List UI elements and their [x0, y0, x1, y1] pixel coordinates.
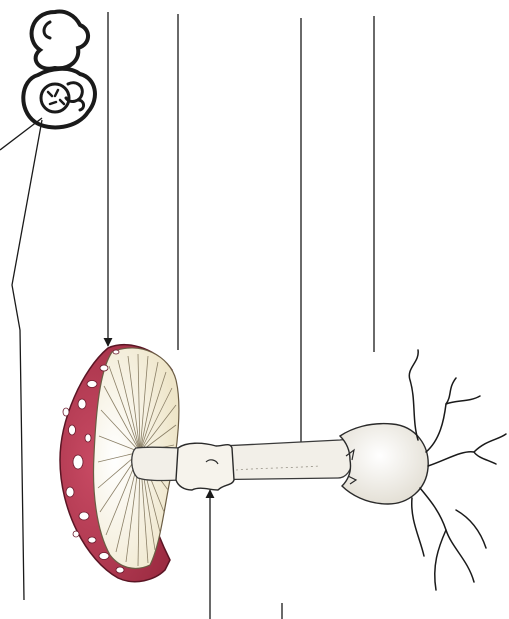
mushroom-volva — [340, 424, 428, 504]
spores-pointer — [12, 120, 42, 600]
spores-pointer-branch — [0, 118, 42, 150]
mushroom-ring — [176, 443, 234, 490]
mushroom — [60, 345, 506, 590]
spores-illustration — [23, 12, 95, 128]
